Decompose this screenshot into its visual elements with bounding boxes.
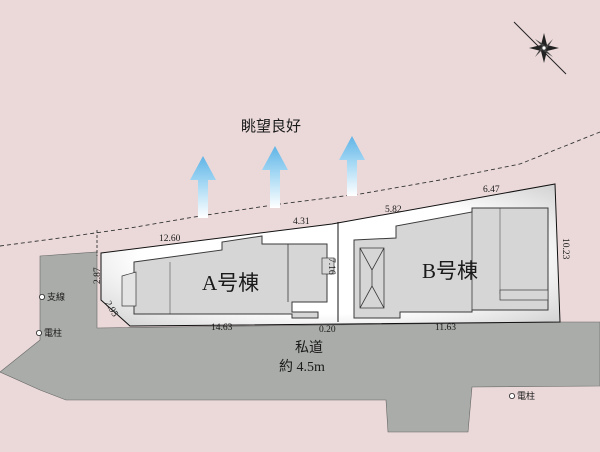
dim-left-side: 2.87 bbox=[93, 267, 103, 284]
private-road bbox=[0, 251, 600, 433]
compass-center bbox=[541, 45, 547, 51]
view-arrow bbox=[339, 136, 365, 196]
view-arrows bbox=[190, 136, 365, 218]
building-a-entrance bbox=[121, 271, 137, 307]
road-name: 私道 bbox=[295, 340, 323, 356]
utility-pole-right-marker bbox=[508, 392, 515, 399]
building-b-unit bbox=[499, 289, 549, 301]
view-label: 眺望良好 bbox=[241, 118, 301, 135]
dim-right-side: 10.23 bbox=[560, 238, 570, 260]
utility-pole-right-label: 電柱 bbox=[517, 390, 535, 401]
building-a-footprint bbox=[133, 235, 328, 319]
dim-top-left: 12.60 bbox=[159, 234, 181, 244]
building-b bbox=[353, 207, 549, 319]
building-b-label: B号棟 bbox=[422, 259, 478, 283]
building-b-footprint bbox=[353, 207, 549, 319]
dim-bottom-gap: 0.20 bbox=[319, 325, 336, 335]
support-wire-label: 支線 bbox=[47, 291, 65, 302]
compass bbox=[513, 21, 567, 75]
dim-top-b: 5.82 bbox=[385, 205, 402, 215]
utility-pole-left-label: 電柱 bbox=[44, 327, 62, 338]
dim-divider: 7.16 bbox=[326, 258, 336, 275]
utility-pole-left-marker bbox=[36, 329, 43, 336]
support-wire-marker bbox=[39, 293, 46, 300]
building-b-roof bbox=[359, 247, 385, 309]
dim-bottom-b: 11.63 bbox=[435, 323, 456, 333]
view-arrow bbox=[262, 146, 288, 208]
building-a-label: A号棟 bbox=[202, 271, 259, 295]
view-arrow bbox=[190, 156, 216, 218]
road-width: 約 4.5m bbox=[279, 359, 325, 375]
building-a-unit bbox=[321, 257, 335, 275]
dim-top-right: 6.47 bbox=[483, 185, 500, 195]
building-a bbox=[121, 235, 335, 319]
dim-top-mid: 4.31 bbox=[293, 217, 310, 227]
dim-bottom-a: 14.63 bbox=[211, 323, 233, 333]
